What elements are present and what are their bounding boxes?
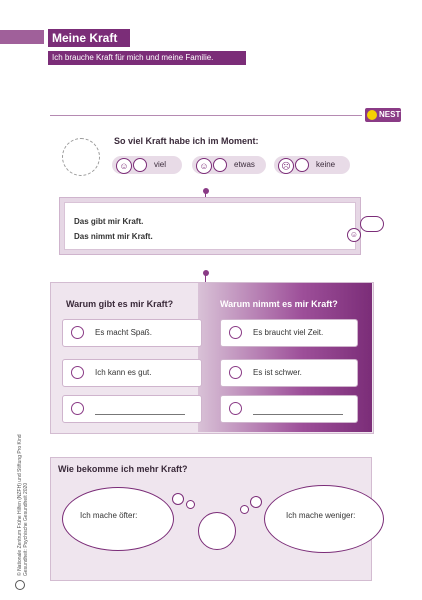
less-often-label: Ich mache weniger: bbox=[286, 511, 356, 520]
reason-text: Ich kann es gut. bbox=[95, 368, 152, 377]
smiley-icon: ☺ bbox=[347, 228, 361, 242]
write-line[interactable] bbox=[253, 414, 343, 415]
less-often-ellipse[interactable] bbox=[264, 485, 384, 553]
center-circle[interactable] bbox=[198, 512, 236, 550]
page-subtitle: Ich brauche Kraft für mich und meine Fam… bbox=[48, 51, 246, 65]
more-power-question: Wie bekomme ich mehr Kraft? bbox=[58, 464, 188, 474]
checkbox-circle[interactable] bbox=[71, 402, 84, 415]
copyright-text: © Nationale Zentrum Frühe Hilfen (NZFH) … bbox=[17, 434, 29, 576]
mood-option-label: etwas bbox=[234, 160, 255, 169]
reason-text: Es braucht viel Zeit. bbox=[253, 328, 324, 337]
checkbox-circle[interactable] bbox=[295, 158, 309, 172]
why-gives-heading: Warum gibt es mir Kraft? bbox=[66, 299, 174, 309]
more-often-label: Ich mache öfter: bbox=[80, 511, 138, 520]
checkbox-circle[interactable] bbox=[71, 366, 84, 379]
reason-card-blank[interactable] bbox=[62, 395, 202, 423]
mood-option-keine[interactable]: ☹ keine bbox=[274, 156, 350, 174]
mood-option-viel[interactable]: ☺ viel bbox=[112, 156, 182, 174]
smiley-icon: ☺ bbox=[116, 158, 132, 174]
sad-face-icon: ☹ bbox=[278, 158, 294, 174]
checkbox-circle[interactable] bbox=[71, 326, 84, 339]
pin-icon bbox=[203, 270, 209, 276]
pin-stem bbox=[205, 193, 206, 202]
reason-card[interactable]: Es ist schwer. bbox=[220, 359, 358, 387]
header-band bbox=[0, 30, 44, 44]
divider bbox=[50, 115, 362, 116]
why-takes-heading: Warum nimmt es mir Kraft? bbox=[220, 299, 338, 309]
reason-card-blank[interactable] bbox=[220, 395, 358, 423]
write-line[interactable] bbox=[95, 414, 185, 415]
mood-option-label: viel bbox=[154, 160, 167, 169]
neutral-face-icon: ☺ bbox=[196, 158, 212, 174]
checkbox-circle[interactable] bbox=[133, 158, 147, 172]
reason-card[interactable]: Es macht Spaß. bbox=[62, 319, 202, 347]
page-title: Meine Kraft bbox=[48, 29, 130, 47]
mood-option-etwas[interactable]: ☺ etwas bbox=[192, 156, 266, 174]
sun-icon bbox=[367, 110, 377, 120]
takes-text: Das nimmt mir Kraft. bbox=[74, 232, 153, 241]
thought-dot bbox=[186, 500, 195, 509]
checkbox-circle[interactable] bbox=[229, 366, 242, 379]
pin-icon bbox=[203, 188, 209, 194]
thought-dot bbox=[240, 505, 249, 514]
checkbox-circle[interactable] bbox=[213, 158, 227, 172]
photo-placeholder-circle[interactable] bbox=[62, 138, 100, 176]
mood-option-label: keine bbox=[316, 160, 336, 169]
nest-logo: NEST bbox=[365, 108, 401, 122]
mood-question: So viel Kraft habe ich im Moment: bbox=[114, 136, 259, 146]
reason-text: Es macht Spaß. bbox=[95, 328, 152, 337]
reason-text: Es ist schwer. bbox=[253, 368, 302, 377]
ring-icon bbox=[15, 580, 25, 590]
speech-bubble-icon bbox=[360, 216, 384, 232]
reason-card[interactable]: Ich kann es gut. bbox=[62, 359, 202, 387]
pin-stem bbox=[205, 275, 206, 283]
logo-text: NEST bbox=[379, 110, 401, 119]
reason-card[interactable]: Es braucht viel Zeit. bbox=[220, 319, 358, 347]
kraft-box[interactable] bbox=[64, 202, 356, 250]
thought-dot bbox=[250, 496, 262, 508]
checkbox-circle[interactable] bbox=[229, 402, 242, 415]
gives-text: Das gibt mir Kraft. bbox=[74, 217, 144, 226]
more-often-ellipse[interactable] bbox=[62, 487, 174, 551]
thought-dot bbox=[172, 493, 184, 505]
checkbox-circle[interactable] bbox=[229, 326, 242, 339]
